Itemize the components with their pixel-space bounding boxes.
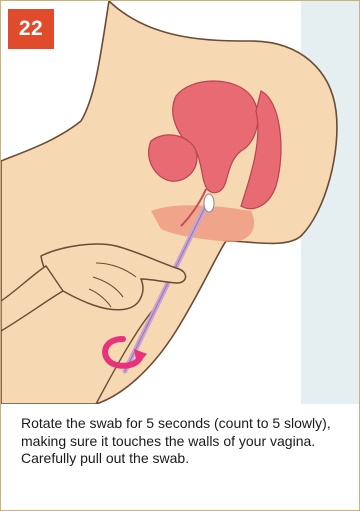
swab-tip (204, 194, 214, 212)
instruction-caption: Rotate the swab for 5 seconds (count to … (1, 404, 359, 510)
step-number-badge: 22 (8, 9, 54, 49)
swab-insertion-illustration (1, 1, 359, 404)
